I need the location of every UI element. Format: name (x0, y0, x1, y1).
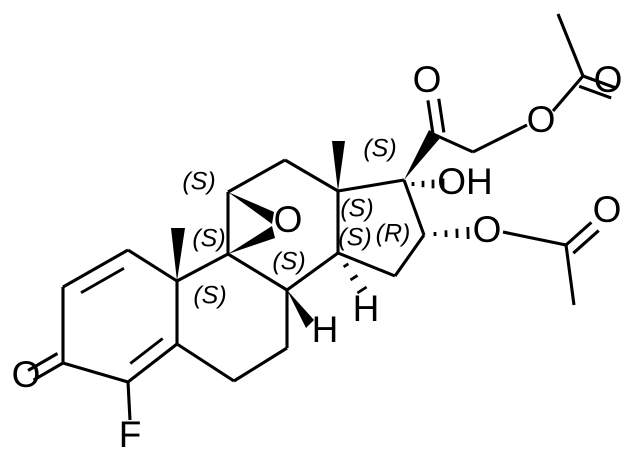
atom-label-ester-oxygen-c21: O (527, 99, 556, 140)
stereo-label-stereo-c17: (S) (363, 135, 396, 163)
bond-layer (61, 13, 585, 421)
wedge-methyl-c13-wedge (332, 141, 345, 191)
double-bond-outer-a-ring-ketone (32, 361, 64, 382)
bond-c5 (286, 251, 339, 292)
wedge-ketone-c17-wedge (404, 130, 441, 180)
double-bond-outer-side-chain-ketone (426, 100, 435, 135)
bond-d3 (393, 234, 426, 277)
stereo-label-stereo-c9-upper: (S) (182, 168, 215, 196)
bond-d2 (402, 179, 426, 236)
bond-s5 (502, 230, 567, 247)
double-bond-outer-acetate-c16-carbonyl (564, 221, 593, 247)
atom-label-fluorine: F (119, 414, 142, 455)
bond-b5 (176, 252, 229, 283)
bond-s2 (472, 123, 528, 154)
double-bond-inner-a-ring-ene-1 (80, 267, 125, 294)
atom-label-hydrogen-c8: H (312, 309, 339, 350)
double-bond-layer (27, 74, 616, 382)
wedge-methyl-c10-wedge (171, 228, 185, 281)
bond-d4 (337, 251, 396, 278)
bond-a2 (62, 248, 129, 289)
stereo-label-stereo-c10-lower: (S) (193, 282, 226, 310)
bond-s4 (556, 13, 585, 77)
atom-label-carbonyl-oxygen-acetate-c16: O (593, 189, 622, 230)
hash-tick-hydrogen-c14-hash-3 (356, 285, 368, 295)
bond-d1 (337, 178, 405, 193)
wedge-bond-layer (171, 130, 441, 328)
stereo-label-stereo-c8-epoxide: (S) (272, 248, 305, 276)
atom-label-ketone-oxygen-side-chain: O (413, 59, 442, 100)
double-bond-outer2-a-ring-ketone (27, 352, 59, 372)
hash-tick-hydrogen-c14-hash-2 (349, 274, 359, 282)
stereo-descriptor-layer: (S)(S)(S)(S)(S)(S)(S)(R) (182, 135, 410, 310)
bond-a7-fluorine (126, 381, 132, 421)
stereo-label-stereo-c13: (S) (340, 195, 373, 223)
atom-label-ester-oxygen-c16: O (473, 209, 502, 250)
bond-c3 (284, 158, 339, 193)
double-bond-outer2-acetate-c21-carbonyl (578, 84, 612, 100)
atom-label-epoxide-oxygen: O (274, 199, 303, 240)
atom-label-hydrogen-c14: H (353, 288, 380, 329)
wedge-epoxide-wedge-upper (228, 192, 274, 224)
bond-a3 (127, 248, 178, 283)
bond-c2 (227, 158, 286, 194)
hashed-bond-layer (335, 178, 470, 295)
double-bond-outer-acetate-c21-carbonyl (582, 74, 616, 90)
bond-b4 (227, 252, 288, 292)
stereo-label-stereo-c16: (R) (376, 220, 411, 248)
wedge-hydrogen-c8-wedge (287, 290, 314, 328)
bond-s6 (564, 244, 576, 306)
wedge-epoxide-wedge-lower (228, 226, 275, 254)
atom-label-ketone-oxygen-a-ring: O (12, 354, 41, 395)
stereo-label-stereo-c10-upper: (S) (192, 225, 225, 253)
double-bond-outer2-acetate-c16-carbonyl (572, 229, 600, 255)
bond-a6 (62, 361, 129, 384)
bond-a5 (127, 342, 178, 384)
atom-label-hydroxyl-c17: OH (437, 161, 493, 202)
stereo-label-stereo-c14: (S) (338, 224, 371, 252)
atom-label-carbonyl-oxygen-acetate-c21: O (594, 59, 623, 100)
bond-s3 (551, 74, 585, 113)
hash-tick-hydrogen-c14-hash-1 (342, 262, 350, 269)
bond-b1 (176, 342, 235, 383)
double-bond-outer2-side-chain-ketone (437, 98, 446, 133)
hash-tick-hydrogen-c14-hash-0 (335, 251, 341, 255)
double-bond-inner-a-ring-ene-2 (129, 337, 164, 365)
bond-b2 (233, 346, 288, 383)
